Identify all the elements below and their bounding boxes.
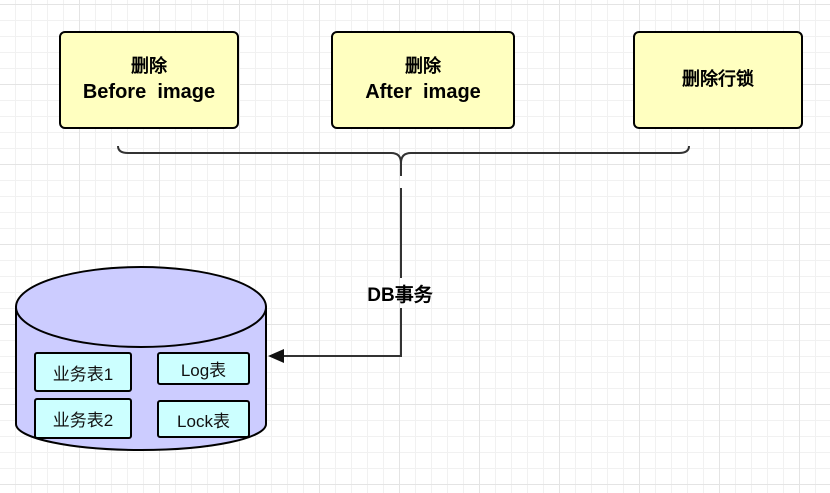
step-box-delete-row-lock: 删除行锁 (633, 31, 803, 129)
table-business-1: 业务表1 (34, 352, 132, 392)
step-box-before-image: 删除 Before image (59, 31, 239, 129)
edge-label-db-transaction: DB事务 (367, 285, 433, 306)
group-brace (117, 145, 690, 176)
step-title: 删除行锁 (682, 69, 754, 90)
connector-line (284, 188, 402, 357)
cylinder-top (15, 266, 267, 348)
step-box-after-image: 删除 After image (331, 31, 515, 129)
table-business-2: 业务表2 (34, 398, 132, 439)
step-subtitle: After image (365, 80, 481, 103)
arrowhead (268, 349, 284, 363)
step-title: 删除 (131, 56, 167, 77)
table-lock: Lock表 (157, 400, 250, 438)
table-log: Log表 (157, 352, 250, 385)
step-title: 删除 (405, 56, 441, 77)
step-subtitle: Before image (82, 80, 216, 103)
